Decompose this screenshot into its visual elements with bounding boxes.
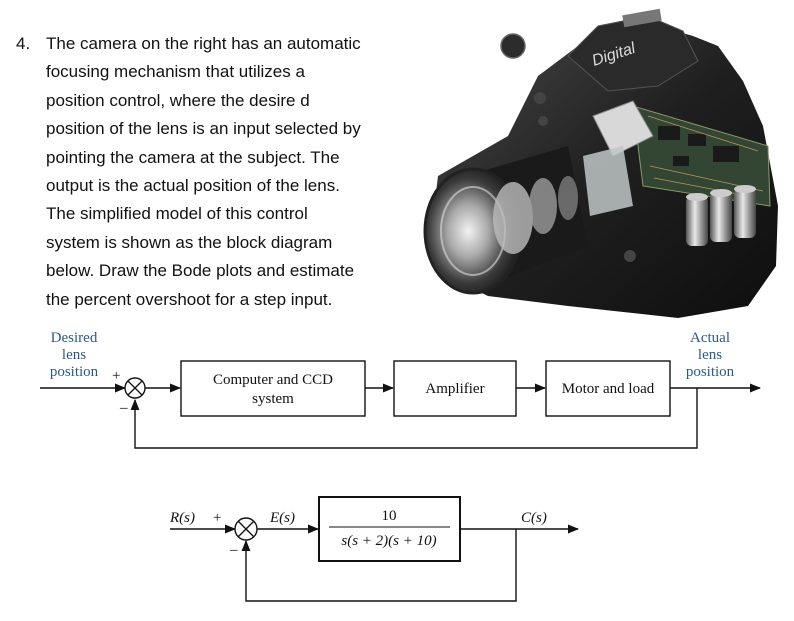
problem-line: the percent overshoot for a step input. [46,289,333,309]
problem-line: focusing mechanism that utilizes a [46,62,305,82]
hot-shoe [622,8,662,28]
input-label: position [50,364,99,380]
diagram-1: Desired lens position Actual lens positi… [40,330,762,449]
problem-line: system is shown as the block diagram [46,232,333,252]
block-label: Computer and CCD [213,372,333,388]
lens-assembly [423,146,588,295]
control-knob [538,116,548,126]
summing-junction [124,377,146,399]
problem-line: position control, where the desire d [46,90,310,110]
output-label: Actual [690,330,730,346]
feedback-path [130,388,698,449]
output-label: position [686,364,735,380]
block-label: Motor and load [562,381,655,397]
camera-cutaway-illustration: Digital [423,8,778,318]
glass-block [583,146,633,216]
tf-numerator: 10 [382,508,397,524]
tf-denominator: s(s + 2)(s + 10) [341,533,436,549]
block-computer-ccd [180,360,366,417]
signal-label-c: C(s) [521,510,547,526]
block-amplifier [393,360,517,417]
transfer-function-block [318,496,461,562]
output-label: lens [698,347,722,363]
block-motor-load [545,360,671,417]
summing-junction [234,517,258,541]
plus-sign: + [112,368,120,384]
problem-line: pointing the camera at the subject. The [46,147,340,167]
problem-line: output is the actual position of the len… [46,176,340,196]
feedback-path [241,529,517,602]
problem-text: The camera on the right has an automatic… [46,30,411,314]
prism-housing [567,15,699,92]
chips [658,126,739,166]
problem-statement: 4. The camera on the right has an automa… [16,30,411,314]
input-label: Desired [51,330,98,346]
minus-sign: – [229,542,238,558]
block-label: system [252,391,294,407]
diagram-2: R(s) + – E(s) 10 s(s + 2)(s + 10) C(s) [169,496,580,602]
input-label: lens [62,347,86,363]
problem-line: position of the lens is an input selecte… [46,119,361,139]
minus-sign: – [119,400,128,416]
signal-label-e: E(s) [269,510,295,526]
mirror-prism [592,100,654,157]
batteries [686,185,756,246]
control-knob [624,250,636,262]
signal-label-r: R(s) [169,510,195,526]
control-knob [534,92,546,104]
problem-line: below. Draw the Bode plots and estimate [46,261,355,281]
block-label: Amplifier [425,381,484,397]
plus-sign: + [213,510,221,526]
problem-number: 4. [16,34,31,53]
problem-line: The camera on the right has an automatic [46,34,361,53]
problem-line: The simplified model of this control [46,204,308,224]
mode-dial [500,33,526,59]
